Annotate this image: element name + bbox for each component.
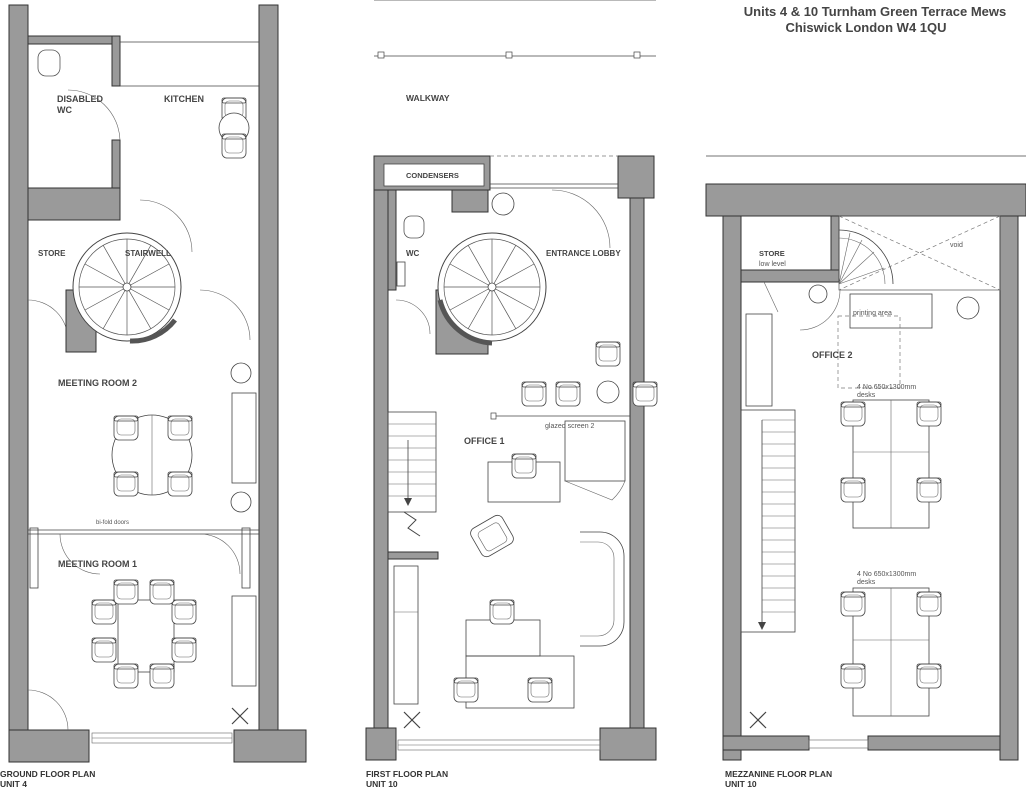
plant-icon (956, 296, 980, 320)
label-condensers: CONDENSERS (406, 171, 459, 180)
sideboard (231, 392, 257, 484)
caption-unit-4: UNIT 4 (0, 779, 27, 789)
ff-right-wall (629, 189, 645, 761)
void-x-icon (403, 711, 421, 729)
note-bifold-doors: bi-fold doors (96, 520, 129, 526)
mz-top-wall (705, 183, 1026, 217)
mezzanine-floor-plan: Units 4 & 10 Turnham Green Terrace Mews … (705, 4, 1026, 789)
caption-mezzanine: MEZZANINE FLOOR PLAN (725, 769, 832, 779)
office-chair (632, 381, 658, 407)
ff-straight-stair (387, 411, 437, 513)
caption-ground-floor: GROUND FLOOR PLAN (0, 769, 95, 779)
meeting-chair (149, 663, 175, 689)
room-label-office-2: OFFICE 2 (812, 350, 853, 360)
sideboard (231, 595, 257, 687)
desk-note-1: 4 No 650x1300mm (857, 384, 916, 391)
meeting-table-square (117, 599, 175, 673)
kitchen-chair (221, 133, 247, 159)
room-label-wc: WC (406, 249, 420, 258)
mz-straight-stair (740, 409, 796, 633)
wc-toilet-icon (403, 215, 425, 239)
plant-icon (808, 284, 828, 304)
meeting-chair (113, 471, 139, 497)
mz-right-wall (999, 215, 1019, 761)
plant-icon (491, 192, 515, 216)
gf-left-wall (8, 4, 29, 754)
ff-left-wall (373, 155, 389, 761)
office-chair (453, 677, 479, 703)
drawing-title-line-2: Chiswick London W4 1QU (785, 20, 946, 35)
gf-pier (233, 729, 307, 763)
office-chair (840, 401, 866, 427)
shelving (393, 565, 419, 705)
room-label-meeting-room-2: MEETING ROOM 2 (58, 378, 137, 388)
room-label-disabled: DISABLED (57, 94, 104, 104)
room-label-stairwell: STAIRWELL (125, 249, 171, 258)
desk-note-1b: desks (857, 392, 876, 399)
meeting-chair (113, 663, 139, 689)
caption-first-floor: FIRST FLOOR PLAN (366, 769, 448, 779)
label-walkway: WALKWAY (406, 93, 450, 103)
office-chair (916, 401, 942, 427)
plant-icon (230, 362, 252, 384)
office-chair (555, 381, 581, 407)
office-chair (916, 663, 942, 689)
sofa (580, 531, 625, 647)
first-floor-plan: WALKWAY (365, 0, 658, 789)
ground-floor-plan: DISABLED WC KITCHEN STORE STAIRWELL MEET… (0, 4, 307, 789)
room-label-kitchen: KITCHEN (164, 94, 204, 104)
gf-wc-wall (27, 187, 121, 221)
condenser-box (383, 163, 485, 187)
note-glazed-screen: glazed screen 2 (545, 423, 595, 430)
wc-toilet-icon (37, 49, 61, 77)
meeting-chair (149, 579, 175, 605)
room-label-wc: WC (57, 105, 72, 115)
meeting-chair (171, 599, 197, 625)
room-label-store: STORE (759, 249, 785, 258)
meeting-chair (113, 579, 139, 605)
room-label-entrance-lobby: ENTRANCE LOBBY (546, 249, 621, 258)
office-chair (511, 453, 537, 479)
glazed-screen (564, 420, 626, 482)
office-chair (527, 677, 553, 703)
mz-left-wall (722, 215, 742, 761)
mz-void (838, 215, 1001, 291)
room-label-low-level: low level (759, 261, 786, 268)
plant-icon (230, 491, 252, 513)
plant-icon (596, 380, 620, 404)
office-chair (840, 663, 866, 689)
mz-cabinet (745, 313, 773, 407)
office-chair (521, 381, 547, 407)
meeting-chair (91, 599, 117, 625)
desk-note-2: 4 No 650x1300mm (857, 571, 916, 578)
office-chair (489, 599, 515, 625)
meeting-chair (167, 415, 193, 441)
room-label-store: STORE (38, 249, 66, 258)
meeting-chair (167, 471, 193, 497)
printing-area (849, 293, 933, 329)
label-printing-area: printing area (853, 310, 892, 317)
desk-note-2b: desks (857, 579, 876, 586)
office-chair (595, 341, 621, 367)
drawing-title-line-1: Units 4 & 10 Turnham Green Terrace Mews (744, 4, 1007, 19)
gf-left-pier (8, 729, 90, 763)
room-label-meeting-room-1: MEETING ROOM 1 (58, 559, 137, 569)
office-desk (465, 619, 541, 657)
office-chair (916, 477, 942, 503)
caption-unit-10: UNIT 10 (366, 779, 398, 789)
office-chair (840, 591, 866, 617)
meeting-chair (113, 415, 139, 441)
caption-unit-10-mezz: UNIT 10 (725, 779, 757, 789)
room-label-office-1: OFFICE 1 (464, 436, 505, 446)
office-chair (840, 477, 866, 503)
meeting-chair (91, 637, 117, 663)
void-x-icon (231, 707, 249, 725)
armchair-icon (470, 514, 514, 558)
gf-right-wall (258, 4, 279, 754)
office-chair (916, 591, 942, 617)
void-x-icon (749, 711, 767, 729)
label-void: void (950, 242, 963, 249)
meeting-chair (171, 637, 197, 663)
